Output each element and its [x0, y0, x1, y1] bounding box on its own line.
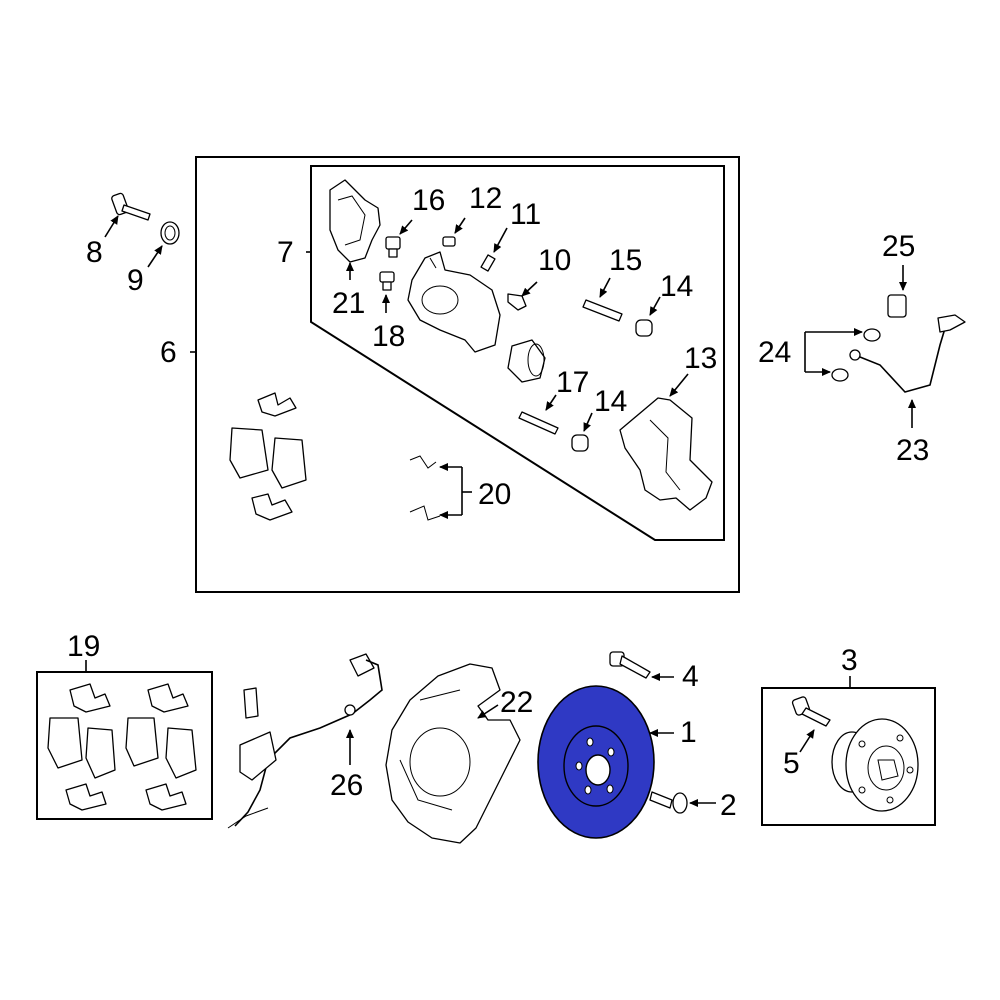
callout-14-lower: 14: [594, 385, 627, 418]
callout-15: 15: [609, 244, 642, 277]
callout-17: 17: [556, 366, 589, 399]
bleeder-cap-part-12[interactable]: [442, 217, 466, 247]
bolt-part-18[interactable]: [379, 271, 395, 313]
guide-pin-part-15[interactable]: [582, 277, 623, 322]
callout-3: 3: [841, 644, 858, 677]
callout-11: 11: [510, 198, 541, 231]
callout-4: 4: [682, 660, 699, 693]
brake-rotor-part-1[interactable]: [537, 685, 674, 839]
callout-10: 10: [538, 244, 571, 277]
callout-24: 24: [758, 336, 791, 369]
callout-8: 8: [86, 236, 103, 269]
brake-hose-part-23[interactable]: [849, 314, 966, 428]
callout-9: 9: [127, 264, 144, 297]
pad-kit-frame: [36, 671, 213, 820]
spring-clips-part-20[interactable]: [409, 455, 472, 521]
bolt-part-25[interactable]: [887, 265, 907, 318]
callout-25: 25: [882, 230, 915, 263]
callout-13: 13: [684, 342, 717, 375]
callout-6: 6: [160, 336, 177, 369]
callout-19: 19: [67, 630, 100, 663]
guide-boot-part-14-lower[interactable]: [571, 412, 593, 452]
bolt-part-4[interactable]: [609, 651, 674, 681]
callout-2: 2: [720, 789, 737, 822]
callout-21: 21: [332, 287, 365, 320]
bolt-part-8[interactable]: [104, 192, 151, 238]
screw-part-2[interactable]: [649, 791, 716, 814]
brake-pad-kit-part-19[interactable]: [47, 660, 197, 811]
washer-part-9[interactable]: [147, 221, 180, 268]
guide-boot-part-14-upper[interactable]: [635, 296, 661, 337]
callout-5: 5: [783, 747, 800, 780]
callout-7: 7: [277, 236, 294, 269]
bleeder-screw-part-11[interactable]: [480, 227, 508, 272]
hub-bearing-part-3[interactable]: [831, 718, 919, 812]
caliper-housing-part-21[interactable]: [329, 179, 381, 280]
callout-18: 18: [372, 320, 405, 353]
callout-14-upper: 14: [660, 270, 693, 303]
caliper-piston: [507, 339, 546, 383]
callout-26: 26: [330, 769, 363, 802]
caliper-body: [407, 251, 501, 353]
gaskets-part-24[interactable]: [804, 328, 881, 382]
guide-pin-part-17[interactable]: [518, 394, 559, 435]
callout-labels: 1 2 3 4 5 6 7 8 9 10 11 12 13 14 14 15 1…: [67, 182, 929, 822]
dust-shield-part-22[interactable]: [385, 663, 521, 844]
brake-pad-set-in-assembly: [229, 392, 307, 521]
callout-1: 1: [680, 716, 697, 749]
caliper-bracket-part-13[interactable]: [619, 373, 713, 511]
callout-20: 20: [478, 478, 511, 511]
caliper-sub-assembly-frame: [310, 165, 725, 541]
callout-23: 23: [896, 434, 929, 467]
caliper-assembly-frame: [195, 156, 740, 593]
abs-sensor-part-26[interactable]: [227, 653, 383, 829]
hub-assembly-frame: [761, 687, 936, 826]
bolt-part-5[interactable]: [791, 696, 831, 753]
callout-22: 22: [500, 686, 533, 719]
clip-part-10[interactable]: [507, 281, 538, 311]
callout-12: 12: [469, 182, 502, 215]
bolt-part-16[interactable]: [385, 219, 413, 258]
callout-16: 16: [412, 184, 445, 217]
